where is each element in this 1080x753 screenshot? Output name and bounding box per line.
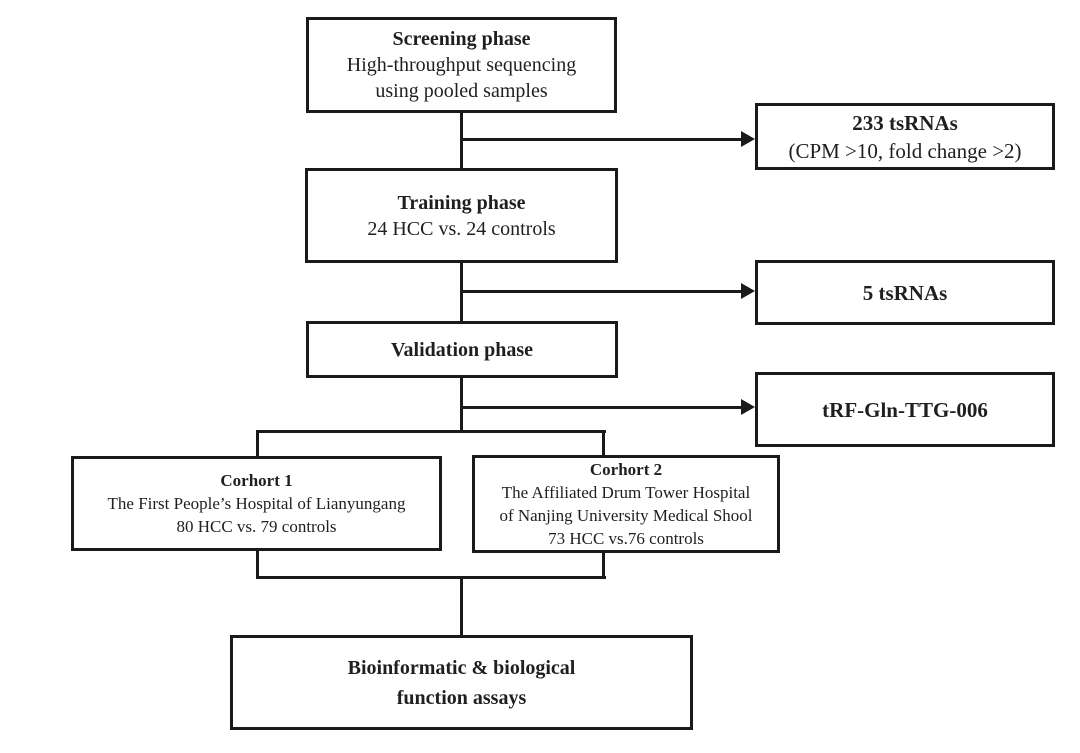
merge-stub-from-cohort1 (256, 549, 259, 579)
cohort2-box: Corhort 2 The Affiliated Drum Tower Hosp… (472, 455, 780, 553)
final-assays-title-line2: function assays (396, 686, 527, 709)
cohort1-title: Corhort 1 (220, 471, 293, 490)
split-stub-to-cohort1 (256, 430, 259, 458)
cohort2-hospital-line2: of Nanjing University Medical Shool (499, 506, 753, 525)
merge-horizontal-line (256, 576, 606, 579)
arrow-line-to-233-tsrnas (461, 138, 743, 141)
screening-phase-title: Screening phase (392, 28, 531, 50)
merge-stub-from-cohort2 (602, 551, 605, 579)
split-stub-to-cohort2 (602, 430, 605, 458)
result-233-tsrnas-criteria: (CPM >10, fold change >2) (788, 138, 1022, 163)
cohort1-hospital: The First People’s Hospital of Lianyunga… (107, 494, 406, 513)
final-assays-title-line1: Bioinformatic & biological (347, 656, 576, 679)
result-trf-title: tRF-Gln-TTG-006 (822, 397, 988, 422)
result-trf-box: tRF-Gln-TTG-006 (755, 372, 1055, 447)
arrowhead-right-icon (741, 399, 755, 415)
connector-validation-to-split (460, 377, 463, 433)
cohort2-title: Corhort 2 (589, 460, 663, 479)
connector-merge-to-final (460, 576, 463, 636)
cohort2-sample-size: 73 HCC vs.76 controls (548, 529, 704, 548)
validation-phase-box: Validation phase (306, 321, 618, 378)
screening-phase-box: Screening phase High-throughput sequenci… (306, 17, 617, 113)
arrow-line-to-trf (461, 406, 743, 409)
training-phase-body: 24 HCC vs. 24 controls (367, 217, 556, 240)
arrowhead-right-icon (741, 283, 755, 299)
result-233-tsrnas-box: 233 tsRNAs (CPM >10, fold change >2) (755, 103, 1055, 170)
final-assays-box: Bioinformatic & biological function assa… (230, 635, 693, 730)
training-phase-title: Training phase (397, 191, 526, 214)
result-5-tsrnas-box: 5 tsRNAs (755, 260, 1055, 325)
screening-phase-body-line1: High-throughput sequencing (346, 54, 577, 76)
training-phase-box: Training phase 24 HCC vs. 24 controls (305, 168, 618, 263)
arrowhead-right-icon (741, 131, 755, 147)
split-horizontal-line (256, 430, 606, 433)
result-5-tsrnas-title: 5 tsRNAs (862, 280, 948, 305)
screening-phase-body-line2: using pooled samples (375, 80, 548, 102)
validation-phase-title: Validation phase (390, 338, 534, 361)
cohort1-sample-size: 80 HCC vs. 79 controls (176, 517, 337, 536)
cohort2-hospital-line1: The Affiliated Drum Tower Hospital (501, 483, 751, 502)
cohort1-box: Corhort 1 The First People’s Hospital of… (71, 456, 442, 551)
result-233-tsrnas-title: 233 tsRNAs (852, 110, 958, 135)
arrow-line-to-5-tsrnas (461, 290, 743, 293)
